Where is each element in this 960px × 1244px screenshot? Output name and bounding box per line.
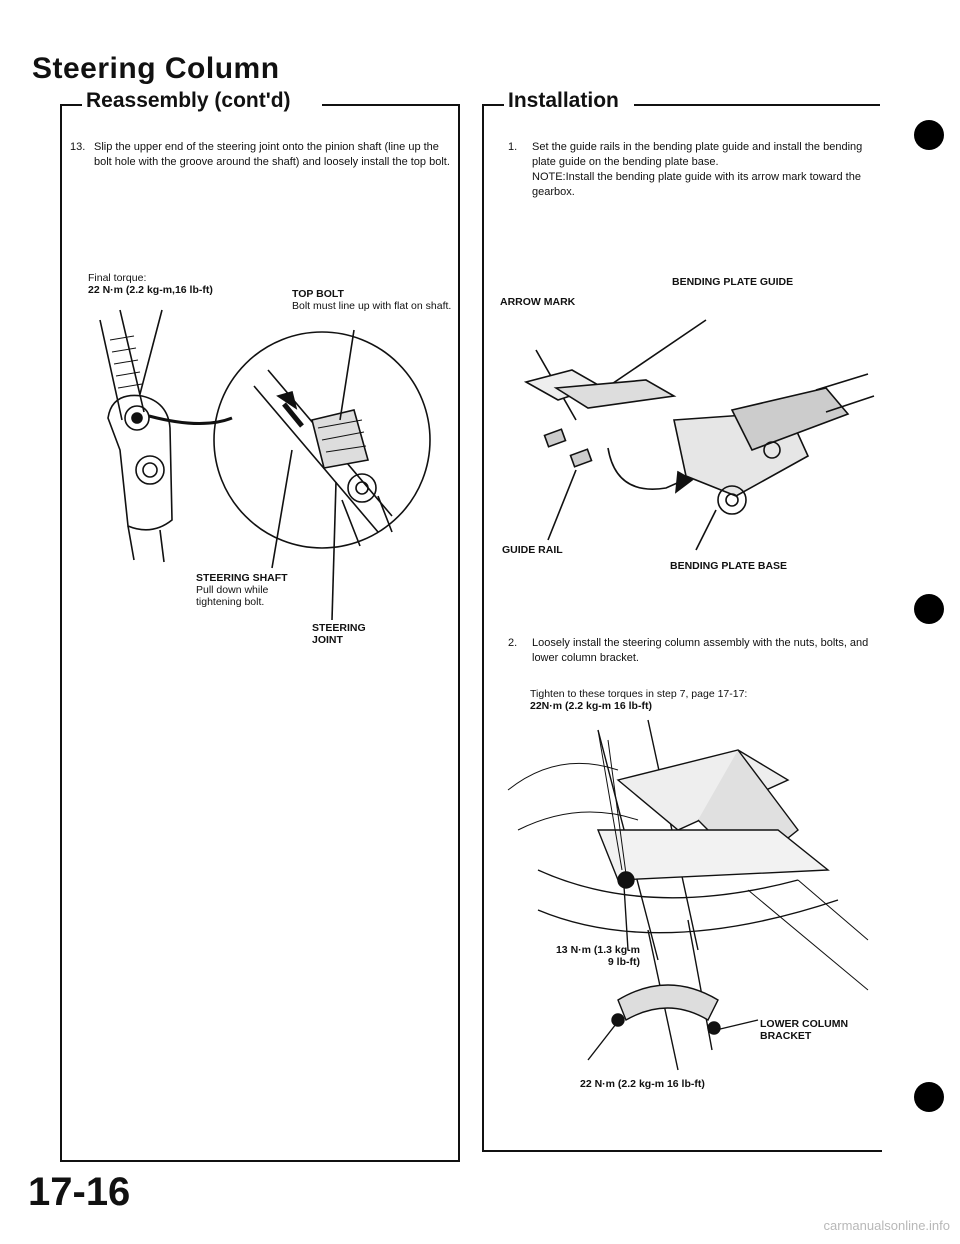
page-number: 17-16 xyxy=(28,1170,131,1214)
steering-shaft-title: STEERING SHAFT xyxy=(196,572,288,584)
final-torque-value: 22 N·m (2.2 kg-m,16 lb-ft) xyxy=(88,284,213,296)
right-section-heading: Installation xyxy=(508,89,619,112)
step-number: 2. xyxy=(508,637,518,649)
bending-plate-guide-text: BENDING PLATE GUIDE xyxy=(672,276,794,288)
top-bolt-label: TOP BOLT Bolt must line up with flat on … xyxy=(292,288,457,312)
watermark-link[interactable]: carmanualsonline.info xyxy=(823,1218,950,1233)
bending-plate-base-label: BENDING PLATE BASE xyxy=(670,560,787,572)
torque-note-line2: 22N·m (2.2 kg-m 16 lb-ft) xyxy=(530,700,652,712)
bending-plate-base-text: BENDING PLATE BASE xyxy=(670,560,788,572)
step-text: Set the guide rails in the bending plate… xyxy=(532,140,868,200)
torque-22-text: 22 N·m (2.2 kg-m 16 lb-ft) xyxy=(580,1078,705,1090)
right-frame-left xyxy=(482,104,484,1152)
torque-13-label: 13 N·m (1.3 kg-m 9 lb-ft) xyxy=(522,944,640,968)
step-number: 13. xyxy=(70,141,86,153)
step-2: 2. Loosely install the steering column a… xyxy=(508,636,878,666)
left-frame-bottom xyxy=(60,1160,460,1162)
step-1-text: Set the guide rails in the bending plate… xyxy=(532,141,863,168)
steering-joint-line1: STEERING xyxy=(312,622,366,634)
guide-rail-label: GUIDE RAIL xyxy=(502,544,563,556)
right-heading-rule-left xyxy=(482,104,504,106)
torque-13-line2: 9 lb-ft) xyxy=(607,956,640,968)
torque-note: Tighten to these torques in step 7, page… xyxy=(530,688,747,712)
torque-22-label: 22 N·m (2.2 kg-m 16 lb-ft) xyxy=(580,1078,705,1090)
left-heading-rule-right xyxy=(322,104,458,106)
torque-13-line1: 13 N·m (1.3 kg-m xyxy=(555,944,640,956)
margin-tab-dot xyxy=(914,594,944,624)
steering-joint-line2: JOINT xyxy=(312,634,343,646)
right-frame-bottom xyxy=(482,1150,882,1152)
torque-note-line1: Tighten to these torques in step 7, page… xyxy=(530,688,748,700)
page-title: Steering Column xyxy=(32,52,280,85)
step-1-note: NOTE:Install the bending plate guide wit… xyxy=(532,171,861,198)
steering-joint-illustration xyxy=(99,309,431,620)
left-heading-rule-left xyxy=(60,104,82,106)
step-1: 1. Set the guide rails in the bending pl… xyxy=(508,140,868,200)
steering-shaft-note: Pull down while tightening bolt. xyxy=(196,584,269,608)
steering-shaft-label: STEERING SHAFT Pull down while tightenin… xyxy=(196,572,316,608)
bending-plate-illustration xyxy=(523,319,875,551)
guide-rail-text: GUIDE RAIL xyxy=(502,544,563,556)
lower-column-bracket-line1: LOWER COLUMN xyxy=(760,1018,849,1030)
lower-column-bracket-label: LOWER COLUMN BRACKET xyxy=(760,1018,848,1042)
left-frame-right xyxy=(458,104,460,1162)
top-bolt-note: Bolt must line up with flat on shaft. xyxy=(292,300,452,312)
arrow-mark-label: ARROW MARK xyxy=(500,296,575,308)
arrow-mark-text: ARROW MARK xyxy=(500,296,576,308)
bending-plate-guide-label: BENDING PLATE GUIDE xyxy=(672,276,793,288)
final-torque-title: Final torque: xyxy=(88,272,147,284)
margin-tab-dot xyxy=(914,1082,944,1112)
left-frame-left xyxy=(60,104,62,1162)
final-torque-label: Final torque: 22 N·m (2.2 kg-m,16 lb-ft) xyxy=(88,272,213,296)
column-install-illustration xyxy=(507,719,869,1071)
lower-column-bracket-line2: BRACKET xyxy=(760,1030,812,1042)
step-number: 1. xyxy=(508,141,518,153)
left-section-heading: Reassembly (cont'd) xyxy=(86,89,291,112)
top-bolt-title: TOP BOLT xyxy=(292,288,344,300)
step-text: Slip the upper end of the steering joint… xyxy=(94,141,450,168)
margin-tab-dot xyxy=(914,120,944,150)
step-text: Loosely install the steering column asse… xyxy=(532,637,869,664)
step-13: 13. Slip the upper end of the steering j… xyxy=(70,140,450,170)
steering-joint-label: STEERING JOINT xyxy=(312,622,366,646)
right-heading-rule-right xyxy=(634,104,880,106)
